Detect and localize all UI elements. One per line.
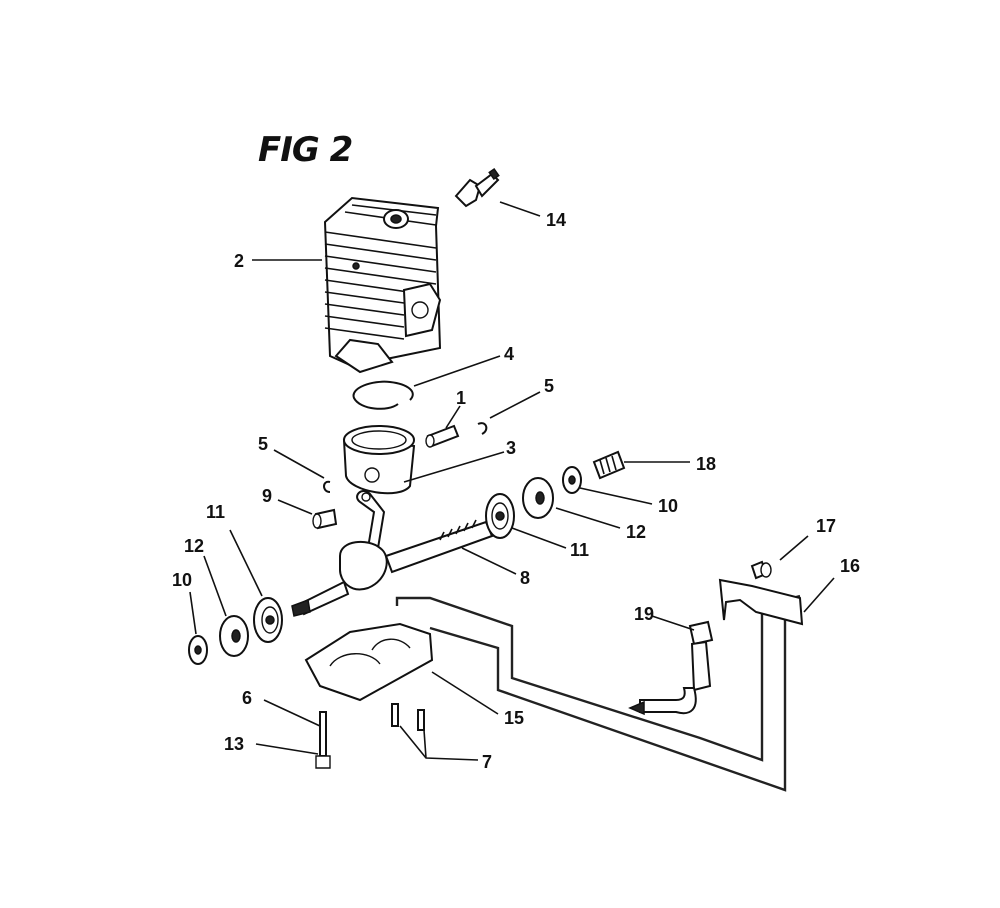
callout-3: 3 — [506, 438, 516, 458]
callout-16: 16 — [840, 556, 860, 576]
seal-left — [219, 615, 249, 657]
washer-right — [562, 466, 582, 494]
callout-6: 6 — [242, 688, 252, 708]
impulse-hose — [628, 620, 714, 716]
piston-pin — [425, 424, 460, 448]
needle-bearing — [312, 508, 338, 530]
callout-11-right: 11 — [570, 540, 589, 560]
callout-10-left: 10 — [172, 570, 192, 590]
bracket — [718, 578, 804, 626]
callout-12-right: 12 — [626, 522, 646, 542]
callout-12-left: 12 — [184, 536, 204, 556]
callout-9: 9 — [262, 486, 272, 506]
callout-8: 8 — [520, 568, 530, 588]
seal-right — [522, 477, 554, 519]
bearing-right — [485, 493, 515, 539]
callout-1: 1 — [456, 388, 466, 408]
crankcase — [304, 622, 434, 702]
piston-ring — [352, 380, 414, 410]
circlip-right — [477, 422, 488, 435]
cylinder — [323, 196, 442, 374]
crankcase-screw — [315, 711, 331, 769]
piston — [342, 425, 416, 495]
callout-19: 19 — [634, 604, 654, 624]
callout-2: 2 — [234, 251, 244, 271]
screw-pair — [391, 703, 425, 731]
callout-15: 15 — [504, 708, 524, 728]
callout-10-right: 10 — [658, 496, 678, 516]
callout-14: 14 — [546, 210, 566, 230]
leader-lines — [189, 201, 835, 761]
callout-13: 13 — [224, 734, 244, 754]
callout-17: 17 — [816, 516, 836, 536]
oil-pump-worm — [592, 450, 626, 480]
bracket-screw — [750, 560, 772, 580]
assembly-frame — [395, 594, 801, 792]
callout-11-left: 11 — [206, 502, 225, 522]
callout-5-right: 5 — [544, 376, 554, 396]
crankshaft — [291, 490, 494, 617]
bearing-left — [253, 597, 283, 643]
callout-18: 18 — [696, 454, 716, 474]
callout-5-left: 5 — [258, 434, 268, 454]
callout-4: 4 — [504, 344, 514, 364]
spark-plug — [454, 167, 500, 208]
circlip-left — [323, 480, 331, 493]
callout-labels: 14 2 4 5 1 5 3 18 9 10 11 12 17 12 11 16… — [172, 210, 860, 772]
washer-left — [188, 635, 208, 665]
figure-title: FIG 2 — [258, 130, 353, 170]
callout-7: 7 — [482, 752, 492, 772]
